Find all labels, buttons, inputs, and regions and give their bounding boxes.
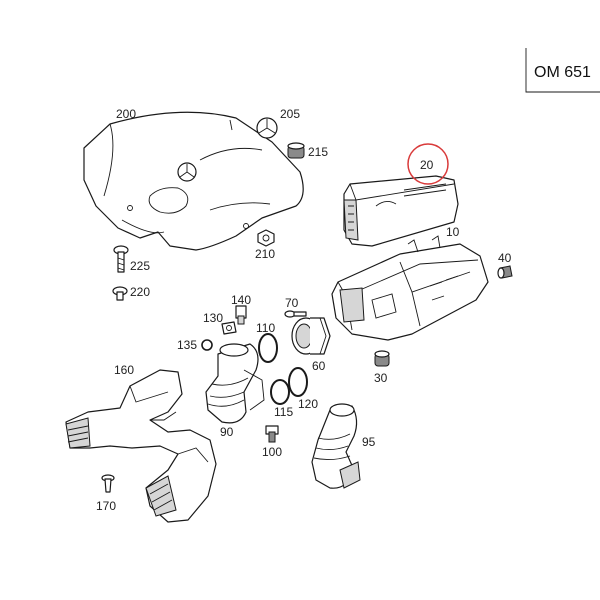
- part-95-hose[interactable]: [311, 403, 361, 489]
- label-225: 225: [130, 259, 150, 273]
- part-60-mass-air-sensor[interactable]: [291, 317, 331, 355]
- part-205-emblem[interactable]: [256, 117, 278, 139]
- part-110-clamp[interactable]: [258, 333, 278, 363]
- part-130-bracket[interactable]: [221, 321, 237, 335]
- part-140-sensor[interactable]: [235, 305, 247, 325]
- part-40-grommet[interactable]: [497, 265, 513, 279]
- label-40: 40: [498, 251, 512, 265]
- part-160-intake-duct[interactable]: [65, 369, 217, 523]
- highlight-ring: [407, 143, 449, 185]
- label-110: 110: [256, 321, 275, 335]
- part-115-clamp[interactable]: [270, 379, 290, 405]
- part-200-engine-cover[interactable]: [83, 111, 304, 251]
- part-225-bolt[interactable]: [113, 245, 129, 273]
- label-20: 20: [420, 158, 434, 172]
- engine-code-label: OM 651: [534, 64, 591, 81]
- label-100: 100: [262, 445, 282, 459]
- part-220-screw[interactable]: [112, 286, 128, 301]
- part-170-clip[interactable]: [101, 474, 115, 493]
- engine-code-box: OM 651: [525, 48, 600, 93]
- label-135: 135: [177, 338, 197, 352]
- label-210: 210: [255, 247, 275, 261]
- part-135-o-ring[interactable]: [201, 339, 213, 351]
- label-60: 60: [312, 359, 326, 373]
- label-200: 200: [116, 107, 136, 121]
- label-130: 130: [203, 311, 223, 325]
- label-30: 30: [374, 371, 388, 385]
- label-160: 160: [114, 363, 134, 377]
- label-140: 140: [231, 293, 251, 307]
- part-10-filter-housing[interactable]: [331, 235, 489, 341]
- label-95: 95: [362, 435, 376, 449]
- part-30-grommet[interactable]: [374, 350, 390, 367]
- label-90: 90: [220, 425, 234, 439]
- label-70: 70: [285, 296, 299, 310]
- label-120: 120: [298, 397, 318, 411]
- label-10: 10: [446, 225, 460, 239]
- part-120-clamp[interactable]: [288, 367, 308, 397]
- label-205: 205: [280, 107, 300, 121]
- label-220: 220: [130, 285, 150, 299]
- part-90-intake-hose[interactable]: [205, 343, 265, 424]
- label-170: 170: [96, 499, 116, 513]
- label-115: 115: [274, 405, 293, 419]
- label-215: 215: [308, 145, 328, 159]
- part-70-screw[interactable]: [284, 310, 307, 318]
- part-20-filter-element[interactable]: [343, 175, 459, 247]
- part-100-fitting[interactable]: [265, 425, 279, 443]
- part-210-nut[interactable]: [257, 229, 275, 247]
- part-215-grommet[interactable]: [287, 142, 305, 159]
